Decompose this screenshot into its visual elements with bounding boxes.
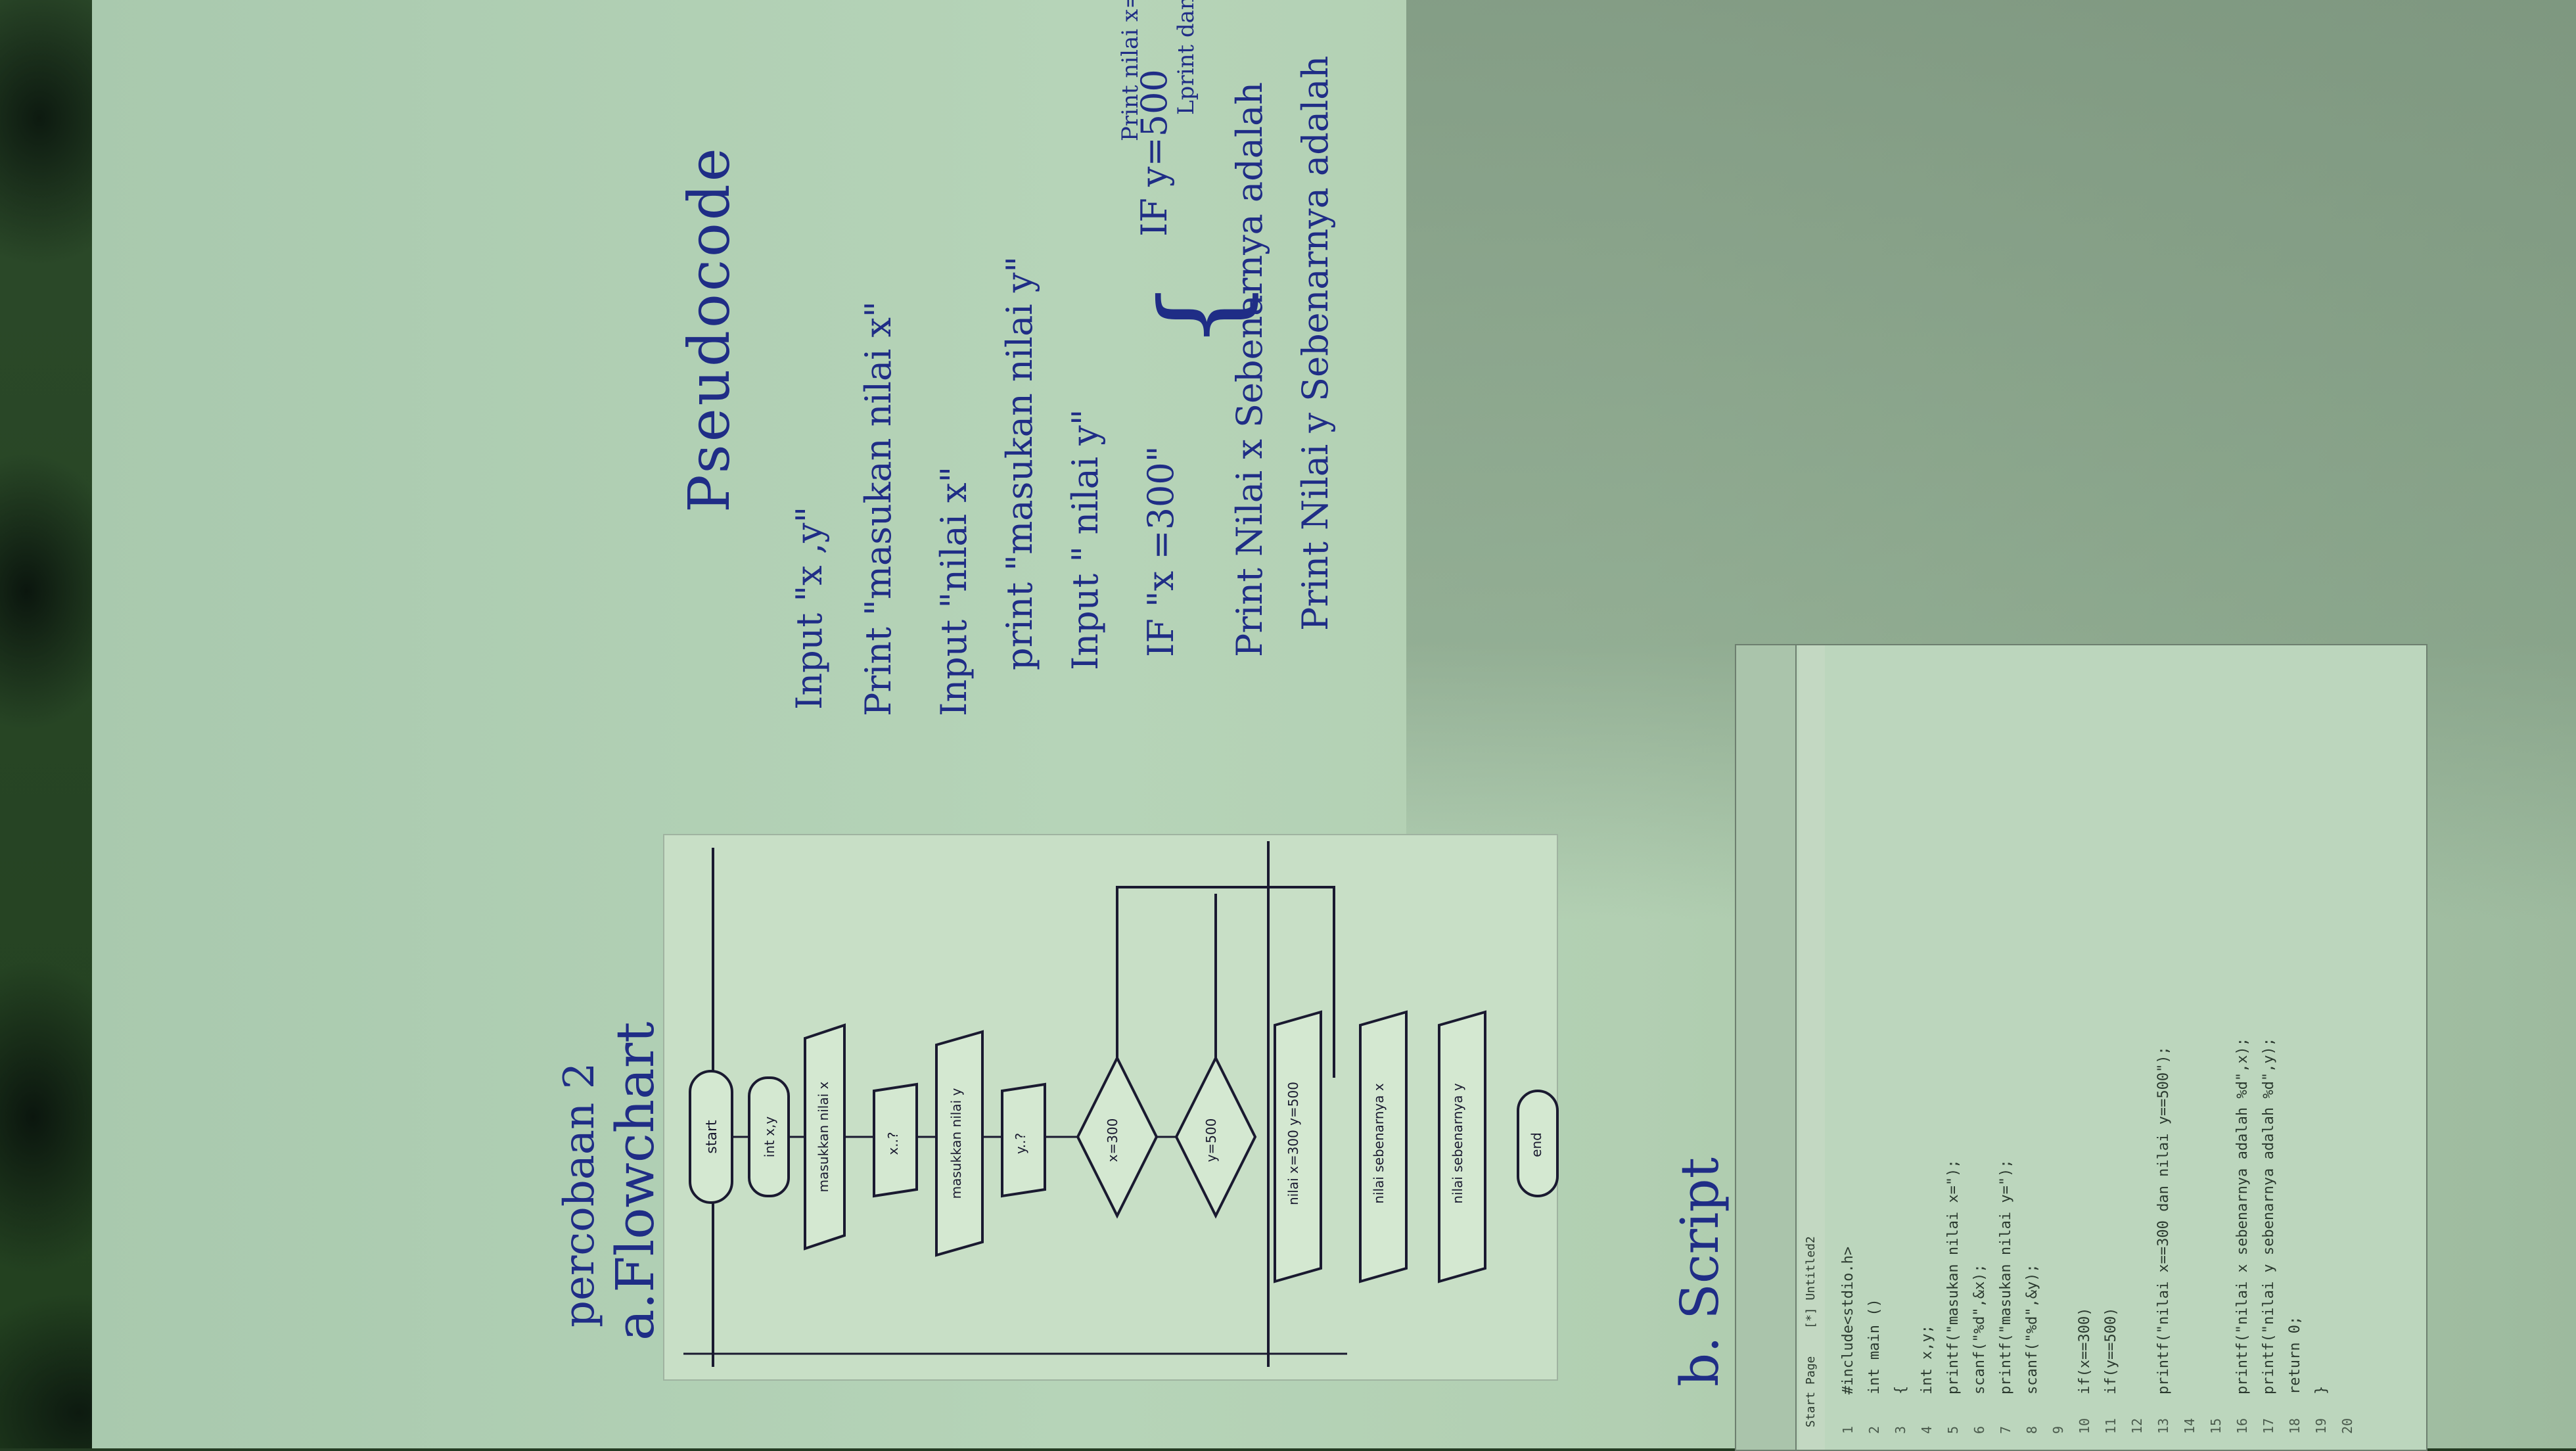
code-text: } <box>2312 1385 2330 1394</box>
code-text: printf("masukan nilai y="); <box>1997 1159 2014 1394</box>
line-number: 5 <box>1945 1425 1961 1434</box>
line-number: 12 <box>2129 1417 2145 1434</box>
line-number: 17 <box>2261 1417 2276 1434</box>
flowchart-decision-x: x=300 <box>1076 1055 1159 1219</box>
flowchart-print-y-label: masukkan nilai y <box>948 1088 964 1199</box>
line-number: 20 <box>2339 1417 2355 1434</box>
line-number: 8 <box>2024 1425 2040 1434</box>
code-line: 16 printf("nilai x sebenarnya adalah %d"… <box>2229 678 2255 1434</box>
flowchart-decision-x-label: x=300 <box>1105 1118 1120 1163</box>
flowchart-decision-y-label: y=500 <box>1203 1118 1219 1163</box>
flowchart-output-x-label: nilai sebenarnya x <box>1371 1083 1387 1204</box>
code-text: if(x==300) <box>2076 1307 2093 1394</box>
line-number: 2 <box>1866 1425 1882 1434</box>
flowchart-start-label: start <box>704 1120 720 1154</box>
code-line: 1 #include<stdio.h> <box>1835 678 1861 1434</box>
line-number: 14 <box>2182 1417 2197 1434</box>
editor-tab-untitled2: [*] Untitled2 <box>1804 1236 1818 1329</box>
line-number: 3 <box>1893 1425 1908 1434</box>
code-text: scanf("%d",&y); <box>2023 1264 2040 1394</box>
line-number: 1 <box>1840 1425 1856 1434</box>
line-number: 9 <box>2050 1425 2066 1434</box>
code-text: if(y==500) <box>2102 1307 2119 1394</box>
code-line: 11 if(y==500) <box>2098 678 2124 1434</box>
line-number: 16 <box>2234 1417 2250 1434</box>
flowchart-output-both-label: nilai x=300 y=500 <box>1285 1082 1301 1205</box>
code-text: int main () <box>1866 1299 1883 1394</box>
flowchart-end: end <box>1517 1090 1559 1197</box>
line-number: 18 <box>2287 1417 2303 1434</box>
code-line: 3{ <box>1887 678 1914 1434</box>
line-number: 6 <box>1971 1425 1987 1434</box>
flowchart-input-xy: int x,y <box>748 1076 790 1197</box>
editor-tab-start-page: Start Page <box>1804 1356 1818 1427</box>
code-text: { <box>1892 1385 1909 1394</box>
code-line: 13 printf("nilai x==300 dan nilai y==500… <box>2150 678 2176 1434</box>
flowchart-read-y-label: y..? <box>1013 1133 1028 1154</box>
line-number: 10 <box>2077 1417 2092 1434</box>
code-line: 8 scanf("%d",&y); <box>2019 678 2045 1434</box>
line-number: 7 <box>1998 1425 2013 1434</box>
flowchart-print-x: masukkan nilai x <box>804 1023 846 1251</box>
flowchart-end-label: end <box>1529 1132 1544 1157</box>
code-line: 17 printf("nilai y sebenarnya adalah %d"… <box>2255 678 2282 1434</box>
editor-toolbar <box>1736 645 1797 1450</box>
code-line: 2 int main () <box>1861 678 1887 1434</box>
flowchart-output-y: nilai sebenarnya y <box>1438 1010 1486 1283</box>
flowchart-output-both: nilai x=300 y=500 <box>1274 1010 1322 1283</box>
editor-tab-bar: Start Page [*] Untitled2 <box>1799 645 1825 1450</box>
flowchart-read-x: x..? <box>873 1082 918 1198</box>
flowchart-decision-y: y=500 <box>1174 1055 1257 1219</box>
code-line: 14 <box>2176 678 2203 1434</box>
flowchart-output-x: nilai sebenarnya x <box>1359 1010 1408 1283</box>
code-line: 20 <box>2334 678 2360 1434</box>
code-line: 10 if(x==300) <box>2071 678 2098 1434</box>
line-number: 15 <box>2208 1417 2224 1434</box>
flowchart-read-y: y..? <box>1001 1082 1046 1198</box>
code-line: 18 return 0; <box>2282 678 2308 1434</box>
code-editor-printout: Start Page [*] Untitled2 1 #include<stdio… <box>1735 644 2427 1451</box>
line-number: 19 <box>2313 1417 2329 1434</box>
code-text: return 0; <box>2286 1316 2303 1394</box>
code-text: printf("nilai y sebenarnya adalah %d",y)… <box>2260 1037 2277 1394</box>
flowchart-connectors <box>1116 886 1335 1078</box>
code-text: scanf("%d",&x); <box>1971 1264 1988 1394</box>
code-line: 7 printf("masukan nilai y="); <box>1992 678 2019 1434</box>
code-line: 15 <box>2203 678 2229 1434</box>
flowchart-read-x-label: x..? <box>885 1132 901 1155</box>
code-text: printf("nilai x==300 dan nilai y==500"); <box>2155 1046 2172 1394</box>
flowchart-print-x-label: masukkan nilai x <box>816 1081 831 1192</box>
line-number: 4 <box>1919 1425 1935 1434</box>
flowchart-print-y: masukkan nilai y <box>935 1030 984 1257</box>
code-line: 9 <box>2045 678 2071 1434</box>
code-line: 5 printf("masukan nilai x="); <box>1940 678 1966 1434</box>
code-text: int x,y; <box>1918 1325 1935 1394</box>
code-line: 4 int x,y; <box>1914 678 1940 1434</box>
code-text: #include<stdio.h> <box>1839 1246 1856 1394</box>
code-line: 12 <box>2124 678 2150 1434</box>
flowchart-output-y-label: nilai sebenarnya y <box>1450 1083 1465 1204</box>
flowchart-input-xy-label: int x,y <box>762 1117 777 1158</box>
code-text: printf("masukan nilai x="); <box>1944 1159 1962 1394</box>
code-text: printf("nilai x sebenarnya adalah %d",x)… <box>2234 1037 2251 1394</box>
code-line: 6 scanf("%d",&x); <box>1966 678 1992 1434</box>
code-line: 19} <box>2308 678 2334 1434</box>
line-number: 13 <box>2155 1417 2171 1434</box>
flowchart-start: start <box>689 1070 733 1204</box>
line-number: 11 <box>2103 1417 2119 1434</box>
